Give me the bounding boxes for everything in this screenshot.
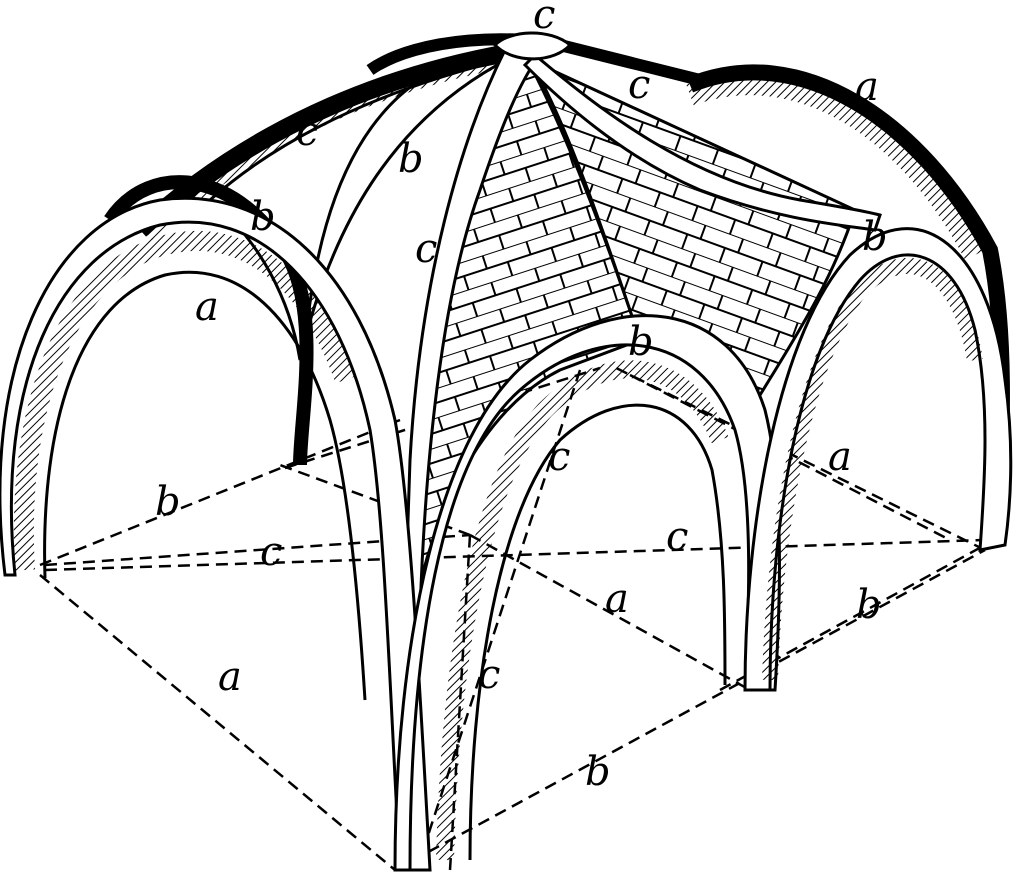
floor-mid-right xyxy=(469,533,751,692)
front-center-arch xyxy=(393,314,781,872)
label-top-c: c xyxy=(533,0,555,38)
label-floor-left-c: c xyxy=(260,529,282,575)
label-floor-right-c: c xyxy=(666,514,688,560)
diagonal-ribs xyxy=(403,31,882,614)
label-floor-mid-c: c xyxy=(548,434,570,480)
arch-front-center-hatch xyxy=(436,360,729,861)
diagram-labels: c c c b b b a b a c b c c a c a b a c b xyxy=(155,0,888,795)
label-upper-right-a: a xyxy=(855,64,879,110)
arch-front-right-hatch xyxy=(762,257,983,681)
arch-front-left-outer xyxy=(0,196,432,872)
arch-back-right-inner xyxy=(686,73,985,261)
keystone xyxy=(492,31,573,61)
floor-edge-front xyxy=(394,548,986,872)
label-upper-b2: b xyxy=(250,194,276,240)
arch-front-left-hatch xyxy=(13,231,355,571)
label-upper-b1: b xyxy=(398,136,424,182)
label-floor-front-c: c xyxy=(478,652,500,698)
floor-diagonal-1 xyxy=(44,533,471,567)
floor-diagonal-3 xyxy=(279,463,471,537)
floor-edge-left xyxy=(39,574,396,871)
front-right-arch xyxy=(743,227,1013,692)
label-floor-right-b: b xyxy=(856,582,882,628)
front-left-arch xyxy=(0,196,432,872)
label-floor-center-a: a xyxy=(605,576,629,622)
label-floor-left-b: b xyxy=(155,479,181,525)
label-upper-b3: b xyxy=(628,319,654,365)
floor-mid-left xyxy=(44,538,986,572)
label-floor-right-a: a xyxy=(828,434,852,480)
arch-front-center-outer xyxy=(393,314,781,872)
label-center-c: c xyxy=(415,226,437,272)
label-floor-front-left-a: a xyxy=(218,654,242,700)
floor-mid-front xyxy=(719,543,986,692)
arch-front-left-inner xyxy=(43,270,367,701)
diagonal-rib-front-left xyxy=(403,48,543,614)
label-upper-left-c: c xyxy=(296,109,318,155)
floor-edge-back xyxy=(39,418,401,567)
floor-edge-back2 xyxy=(284,366,601,470)
arch-front-center-inner xyxy=(468,403,727,861)
diagonal-rib-back xyxy=(133,41,527,237)
label-upper-right-b: b xyxy=(862,214,888,260)
diagonal-rib-front-right xyxy=(522,52,882,232)
label-upper-right-c: c xyxy=(628,62,650,108)
label-floor-front-b: b xyxy=(585,749,611,795)
label-left-a: a xyxy=(195,284,219,330)
